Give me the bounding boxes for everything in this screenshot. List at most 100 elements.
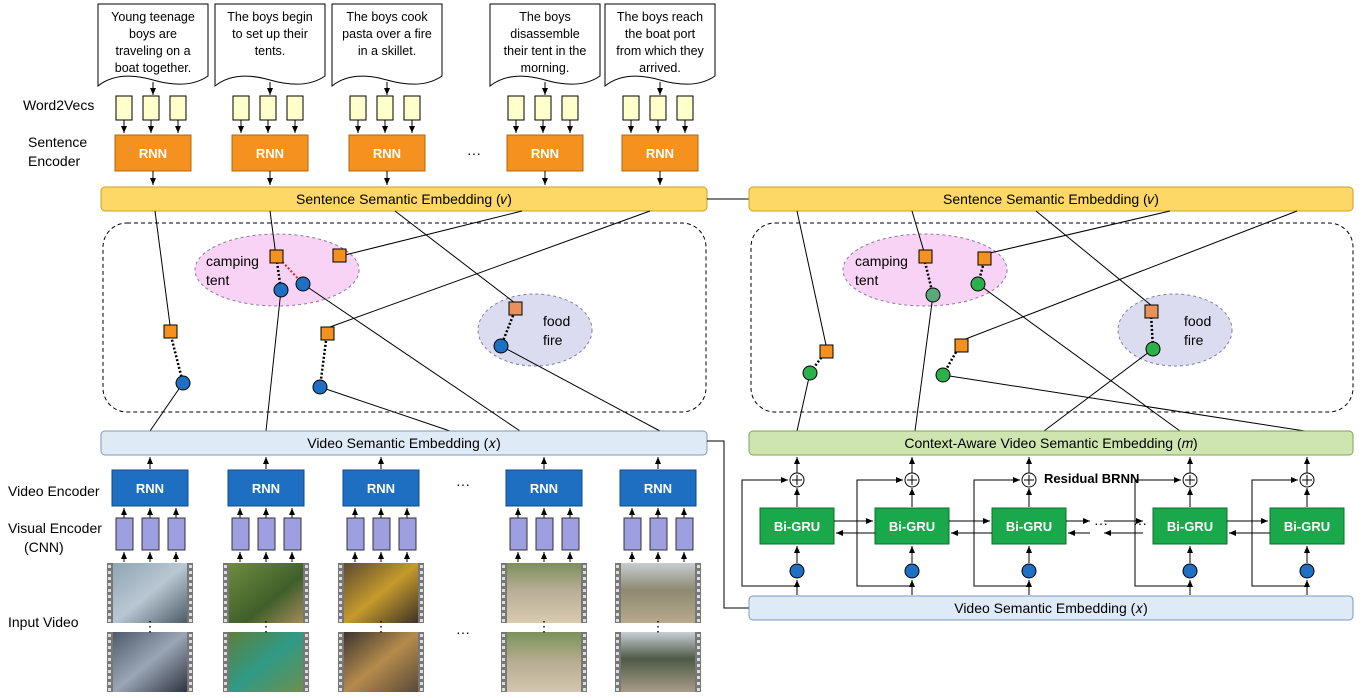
film-hole [339,595,342,598]
word-vector-1-3 [169,95,187,121]
embedding-links-right [796,210,1306,432]
film-hole [502,652,505,655]
film-hole [305,571,308,574]
film-hole [502,670,505,673]
film-hole [697,619,700,622]
film-hole [189,664,192,667]
cnn-feature-5-1 [623,517,642,551]
film-hole [305,613,308,616]
bigru-block-1 [759,507,835,545]
film-hole [697,571,700,574]
film-hole [420,670,423,673]
video-frame-4-1 [507,563,581,623]
sentence-rnn-label-4: RNN [531,146,559,161]
film-hole [697,595,700,598]
word-vector-1-1 [115,95,133,121]
video-rnn-label-4: RNN [530,481,558,496]
sentence-point-3-left [332,248,347,263]
cnn-feature-4-3 [561,517,580,551]
cnn-feature-2-3 [283,517,302,551]
film-hole [108,652,111,655]
context-embedding-label: Context-Aware Video Semantic Embedding (… [904,435,1197,451]
film-hole [305,646,308,649]
film-hole [108,670,111,673]
sentence-rnn-label-1: RNN [139,146,167,161]
sentence-rnn-label-3: RNN [373,146,401,161]
film-hole [583,583,586,586]
film-hole [224,601,227,604]
film-hole [224,682,227,685]
film-hole [616,589,619,592]
video-frame-2-1 [229,563,303,623]
video-rnn-4 [505,469,583,507]
film-hole [189,589,192,592]
film-hole [583,619,586,622]
film-hole [108,646,111,649]
cnn-feature-5-2 [649,517,668,551]
word-vector-4-3 [561,95,579,121]
film-hole [305,634,308,637]
context-point-2-right [925,287,941,303]
context-point-1-right [802,365,818,381]
frames-ellipsis: ··· [456,624,470,640]
film-hole [339,607,342,610]
sentence-point-4-left [320,326,335,341]
video-point-2-left [273,282,289,298]
sentence-text-3-line-3: in a skillet. [358,44,416,58]
frame-vdots: ⋮ [143,618,157,634]
sentence-encoder-label-line1: Sentence [28,134,87,150]
film-hole [616,565,619,568]
film-hole [420,664,423,667]
cnn-feature-2-2 [257,517,276,551]
sentence-document-2 [214,3,326,88]
film-hole [420,565,423,568]
film-hole [616,640,619,643]
cnn-feature-3-3 [398,517,417,551]
word-vector-1-2 [142,95,160,121]
sentence-document-3 [331,3,443,88]
film-hole [108,583,111,586]
film-hole [583,682,586,685]
sentence-rnn-5 [621,134,699,172]
film-hole [305,658,308,661]
bigru-input-dot-2 [904,563,920,579]
film-hole [224,676,227,679]
film-hole [697,583,700,586]
embedding-space-left [102,222,707,413]
video-frame-5-1 [621,563,695,623]
bigru-input-dot-4 [1182,563,1198,579]
sentence-text-5-line-4: arrived. [639,61,681,75]
film-hole [189,646,192,649]
sentence-point-2-right [918,249,933,264]
film-hole [502,676,505,679]
cnn-feature-1-3 [167,517,186,551]
film-hole [420,676,423,679]
film-hole [583,658,586,661]
film-hole [108,607,111,610]
film-hole [339,619,342,622]
film-hole [502,646,505,649]
sentence-encoder-label-line2: Encoder [28,153,80,169]
bigru-label-4: Bi-GRU [1167,519,1213,534]
film-hole [502,583,505,586]
film-hole [616,646,619,649]
sentence-point-1-right [819,344,834,359]
sentence-text-3-line-1: The boys cook [346,10,428,24]
film-hole [616,688,619,691]
film-hole [189,634,192,637]
sentence-text-1-line-4: boat together. [115,61,191,75]
film-hole [224,646,227,649]
film-hole [583,589,586,592]
cluster-right-tent-label: tent [855,272,878,288]
film-hole [616,583,619,586]
film-hole [616,682,619,685]
sentence-point-2-left [269,249,284,264]
film-hole [616,601,619,604]
sentence-text-2-line-3: tents. [255,44,286,58]
film-hole [224,634,227,637]
video-rnn-3 [342,469,420,507]
sentence-rnn-3 [348,134,426,172]
word2vecs-label: Word2Vecs [23,97,94,113]
sentence-text-1-line-3: traveling on a [115,44,190,58]
film-hole [616,595,619,598]
